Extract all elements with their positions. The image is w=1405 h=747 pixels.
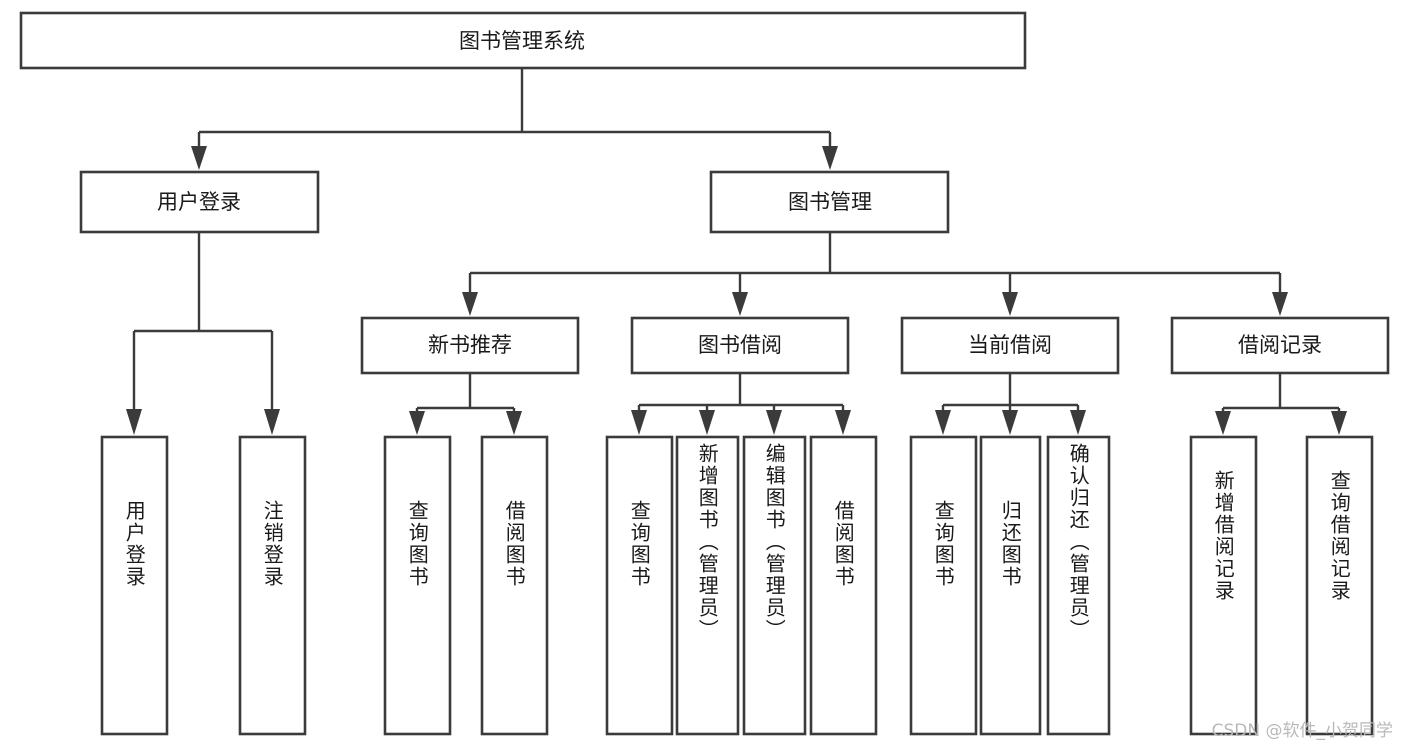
arrow-head-icon (631, 410, 647, 435)
node-box-root[interactable] (19, 11, 1027, 70)
arrow-head-icon (1215, 411, 1231, 435)
node-box-leaf-2[interactable] (383, 435, 452, 736)
leaf-label-10: 确认归还（管理员） (1066, 443, 1091, 641)
arrow-head-icon (699, 410, 715, 435)
node-label-user-login: 用户登录 (157, 190, 241, 214)
leaf-label-3: 借阅图书 (502, 500, 527, 588)
arrow-head-icon (1070, 410, 1086, 435)
connector-group-borrow-record (1215, 373, 1347, 435)
leaf-label-2: 查询图书 (405, 500, 430, 588)
leaf-label-1: 注销登录 (260, 500, 285, 588)
connector-group-book-mgmt (462, 232, 1288, 316)
node-box-current-borrow[interactable] (900, 316, 1120, 375)
node-label-new-book: 新书推荐 (428, 333, 512, 357)
node-box-leaf-7[interactable] (809, 435, 878, 736)
node-box-leaf-11[interactable] (1189, 435, 1258, 736)
leaf-label-5: 新增图书（管理员） (695, 443, 720, 641)
arrow-head-icon (1272, 292, 1288, 316)
node-label-borrow: 图书借阅 (698, 333, 782, 357)
connector-group-current-borrow (935, 373, 1086, 435)
node-box-leaf-9[interactable] (979, 435, 1042, 736)
leaf-label-8: 查询图书 (931, 500, 956, 588)
node-box-new-book[interactable] (360, 316, 580, 375)
connector-group-new-book (409, 373, 522, 435)
arrow-head-icon (935, 410, 951, 435)
arrow-head-icon (462, 292, 478, 316)
arrow-head-icon (1331, 411, 1347, 435)
connector-group-root (191, 68, 838, 170)
node-label-borrow-record: 借阅记录 (1238, 333, 1322, 357)
arrow-head-icon (822, 146, 838, 170)
arrow-head-icon (191, 146, 207, 170)
node-box-leaf-10[interactable] (1046, 435, 1111, 736)
node-box-leaf-1[interactable] (238, 435, 307, 736)
leaf-label-12: 查询借阅记录 (1327, 470, 1352, 602)
arrow-head-icon (766, 410, 782, 435)
node-label-book-mgmt: 图书管理 (788, 190, 872, 214)
node-box-borrow-record[interactable] (1170, 316, 1390, 375)
arrow-head-icon (264, 409, 280, 435)
arrow-head-icon (1002, 292, 1018, 316)
arrow-head-icon (126, 409, 142, 435)
arrow-head-icon (506, 411, 522, 435)
node-label-current-borrow: 当前借阅 (968, 333, 1052, 357)
connector-group-borrow (631, 373, 851, 435)
node-box-book-mgmt[interactable] (709, 170, 950, 234)
leaf-label-9: 归还图书 (998, 500, 1023, 588)
leaf-label-7: 借阅图书 (831, 500, 856, 588)
node-box-leaf-12[interactable] (1305, 435, 1374, 736)
leaf-label-11: 新增借阅记录 (1211, 470, 1236, 602)
node-box-leaf-8[interactable] (909, 435, 978, 736)
node-box-leaf-0[interactable] (100, 435, 169, 736)
node-box-leaf-6[interactable] (742, 435, 807, 736)
node-box-borrow[interactable] (630, 316, 850, 375)
arrow-head-icon (732, 292, 748, 316)
node-box-leaf-4[interactable] (605, 435, 674, 736)
node-box-leaf-5[interactable] (675, 435, 740, 736)
node-box-user-login[interactable] (79, 170, 320, 234)
node-label-root: 图书管理系统 (459, 29, 585, 53)
arrow-head-icon (835, 410, 851, 435)
leaf-label-0: 用户登录 (122, 500, 147, 588)
arrow-head-icon (409, 411, 425, 435)
arrow-head-icon (1002, 410, 1018, 435)
connector-group-user-login (126, 232, 280, 435)
leaf-label-4: 查询图书 (627, 500, 652, 588)
leaf-label-6: 编辑图书（管理员） (762, 443, 787, 641)
node-box-leaf-3[interactable] (480, 435, 549, 736)
